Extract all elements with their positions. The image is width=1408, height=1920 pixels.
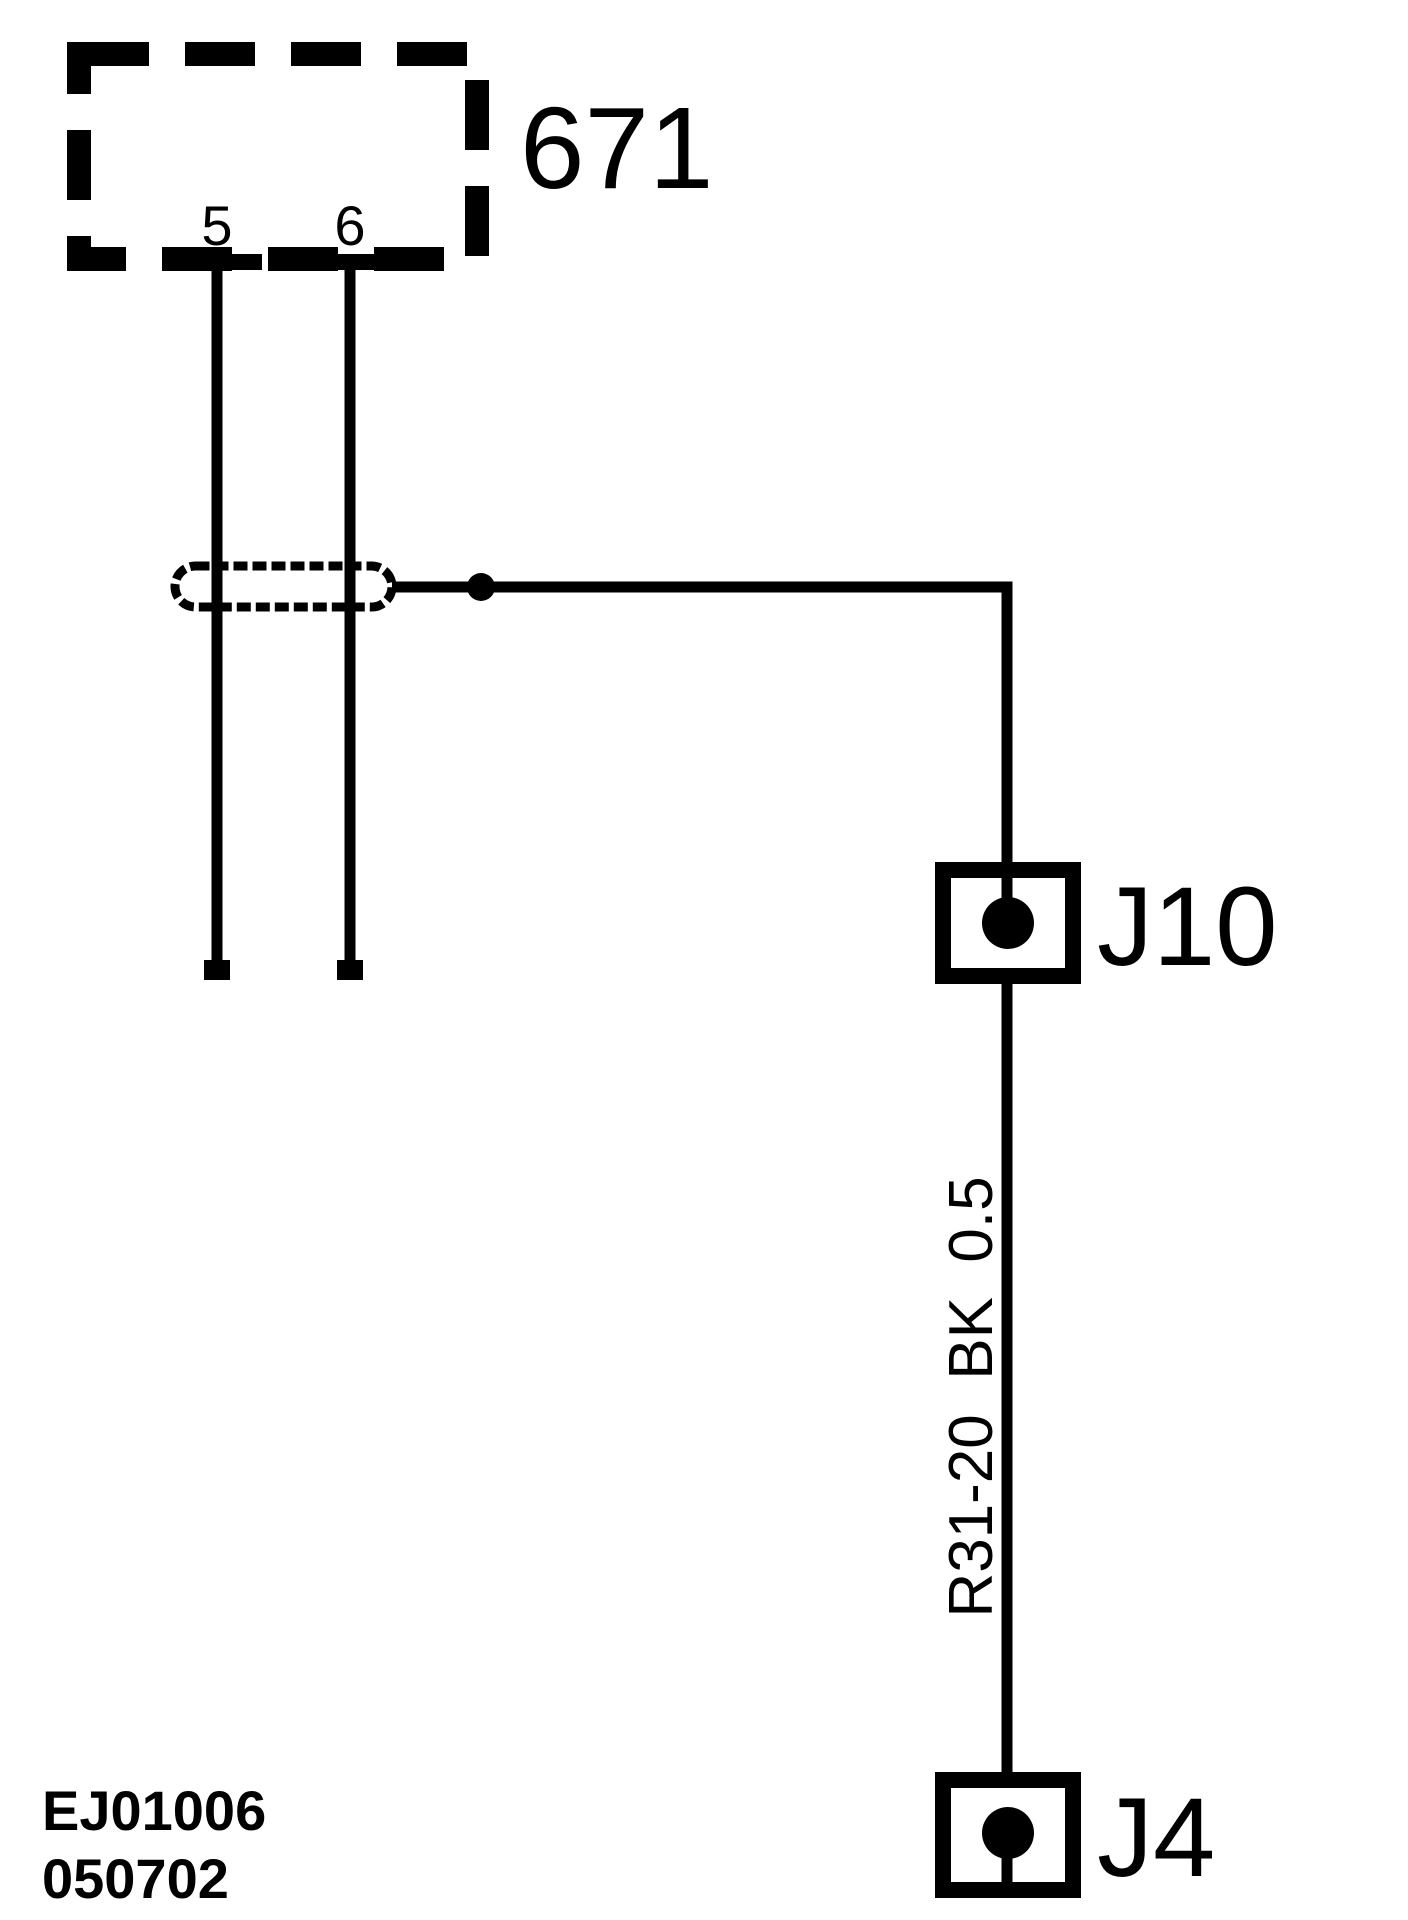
component-id-label: 671 [520,83,714,213]
connector-j4-label: J4 [1097,1775,1215,1900]
wire-pin-6-end-cap [337,960,363,980]
footer-code: EJ01006 [42,1779,266,1842]
pin-6-header [290,254,384,270]
pin-5-label: 5 [201,194,232,257]
pin-5-header [186,254,262,270]
drain-wire [392,581,1013,910]
footer-date: 050702 [42,1847,229,1910]
shield-loop [170,561,397,612]
wire-label: R31-20 BK 0.5 [937,1176,1006,1617]
component-box-dashed-outline [67,42,489,271]
pin-6-label: 6 [334,194,365,257]
connector-j10-label: J10 [1097,864,1278,989]
splice-dot [467,573,495,601]
connector-j10-pin [982,897,1034,949]
wire-pin-5-end-cap [204,960,230,980]
component-671-box [67,42,489,271]
